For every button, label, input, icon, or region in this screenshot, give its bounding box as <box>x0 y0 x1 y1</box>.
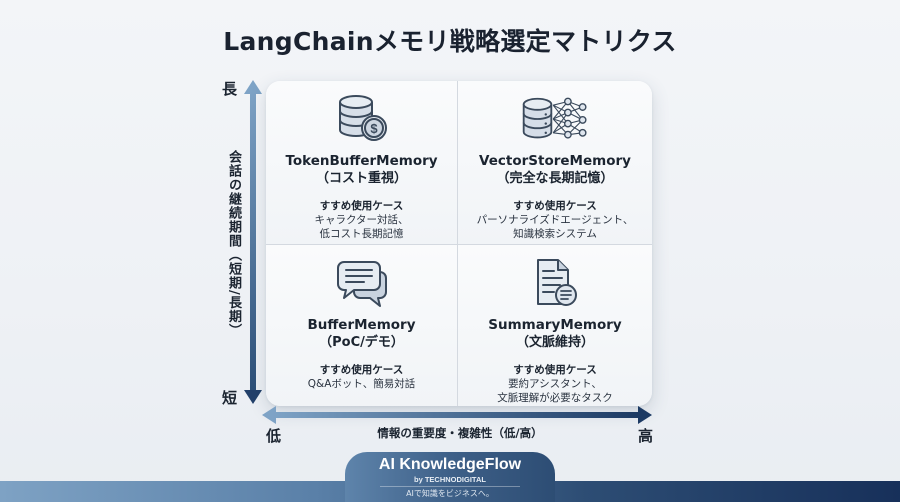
quadrant-token-buffer-memory: $ TokenBufferMemory （コスト重視） すすめ使用ケース キャラ… <box>266 81 458 245</box>
page-title: LangChainメモリ戦略選定マトリクス <box>223 27 677 56</box>
quadrant-title: SummaryMemory <box>488 317 622 333</box>
brand-name: AI KnowledgeFlow <box>378 456 522 473</box>
x-axis-line <box>272 412 638 418</box>
x-axis-title: 情報の重要度・複雑性（低/高） <box>377 426 543 440</box>
x-axis-arrow-left-icon <box>262 406 276 424</box>
brand-divider <box>380 486 520 487</box>
use-case-label: すすめ使用ケース <box>319 200 404 212</box>
database-coin-icon: $ <box>327 93 397 145</box>
use-case-line: 低コスト長期記憶 <box>319 228 404 240</box>
quadrant-buffer-memory: BufferMemory （PoC/デモ） すすめ使用ケース Q&Aボット、簡易… <box>266 245 458 406</box>
y-axis-arrow-down-icon <box>244 390 262 404</box>
quadrant-title: TokenBufferMemory <box>285 153 438 169</box>
use-case-line: パーソナライズドエージェント、 <box>476 214 634 226</box>
quadrant-subtitle: （文脈維持） <box>515 335 594 350</box>
x-axis-arrow-right-icon <box>638 406 652 424</box>
y-axis-line <box>250 92 256 392</box>
svg-text:$: $ <box>370 121 378 136</box>
y-axis-arrow-up-icon <box>244 80 262 94</box>
document-summary-icon <box>520 257 590 309</box>
use-case-label: すすめ使用ケース <box>319 364 404 376</box>
brand-tagline: AIで知識をビジネスへ。 <box>406 489 494 498</box>
y-axis-top-label: 長 <box>222 80 238 98</box>
quadrant-title: VectorStoreMemory <box>479 153 631 169</box>
footer-brand-tab <box>345 452 555 502</box>
x-axis-left-label: 低 <box>266 427 282 445</box>
quadrant-subtitle: （PoC/デモ） <box>319 335 404 350</box>
quadrant-subtitle: （完全な長期記憶） <box>496 171 614 186</box>
use-case-label: すすめ使用ケース <box>513 200 597 212</box>
strategy-matrix: $ TokenBufferMemory （コスト重視） すすめ使用ケース キャラ… <box>266 81 652 406</box>
use-case-line: 知識検索システム <box>513 228 597 240</box>
quadrant-vector-store-memory: VectorStoreMemory （完全な長期記憶） すすめ使用ケース パーソ… <box>458 81 652 245</box>
use-case-line: キャラクター対話、 <box>314 214 409 226</box>
use-case-label: すすめ使用ケース <box>513 364 597 376</box>
brand-byline: by TECHNODIGITAL <box>414 475 486 484</box>
x-axis-right-label: 高 <box>638 427 654 445</box>
use-case-line: 文脈理解が必要なタスク <box>497 392 613 404</box>
y-axis-bottom-label: 短 <box>222 389 238 407</box>
use-case-line: Q&Aボット、簡易対話 <box>307 378 416 390</box>
use-case-line: 要約アシスタント、 <box>508 378 602 390</box>
quadrant-title: BufferMemory <box>307 317 416 333</box>
database-neural-network-icon <box>520 93 590 145</box>
quadrant-summary-memory: SummaryMemory （文脈維持） すすめ使用ケース 要約アシスタント、 … <box>458 245 652 406</box>
y-axis-title: 会話の継続期間（短期/長期） <box>226 150 241 338</box>
chat-bubbles-icon <box>327 257 397 309</box>
quadrant-subtitle: （コスト重視） <box>315 171 407 186</box>
